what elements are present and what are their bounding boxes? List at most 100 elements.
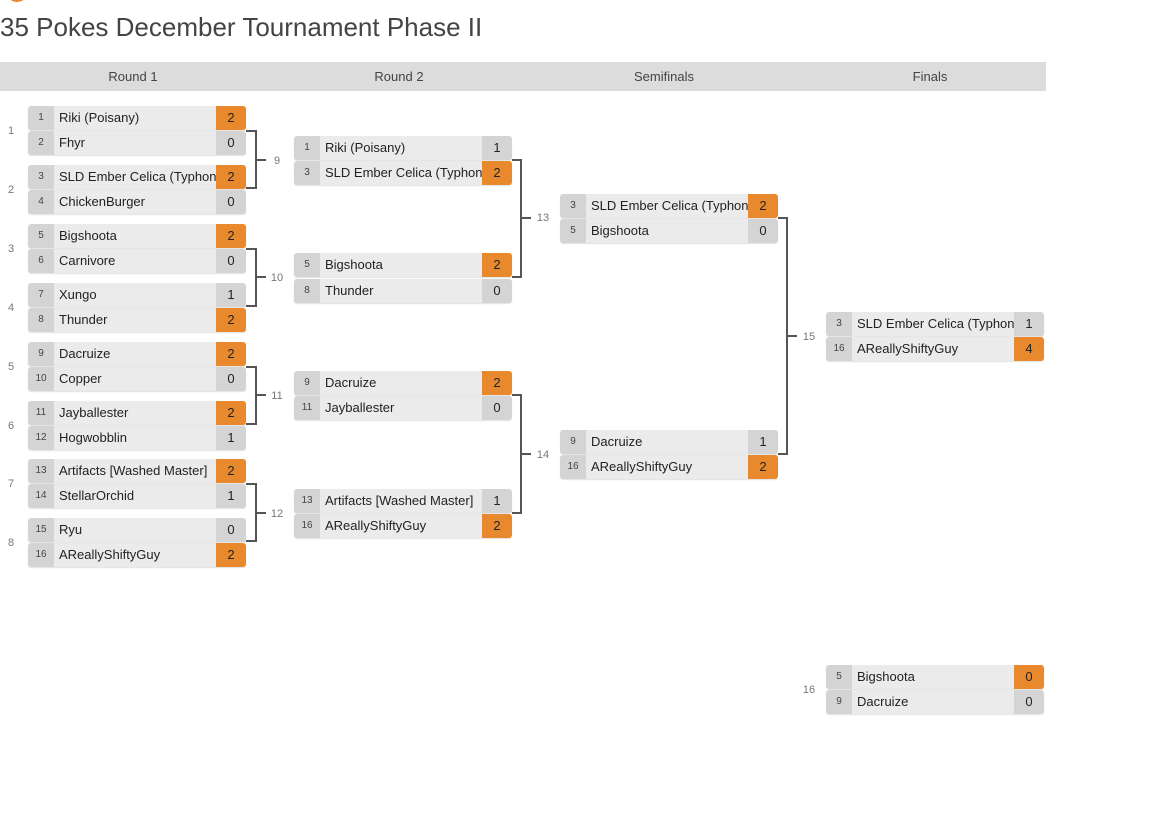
score-box: 0 (216, 367, 246, 391)
player-name: SLD Ember Celica (Typhon) (320, 161, 482, 185)
match-number: 7 (7, 478, 15, 490)
match-12-top-slot[interactable]: 13 Artifacts [Washed Master] 1 (294, 489, 512, 513)
seed-badge: 5 (826, 665, 852, 689)
match-1-top-slot[interactable]: 1 Riki (Poisany) 2 (28, 106, 246, 130)
score-box: 2 (216, 401, 246, 425)
match-4-top-slot[interactable]: 7 Xungo 1 (28, 283, 246, 307)
match-3-top-slot[interactable]: 5 Bigshoota 2 (28, 224, 246, 248)
match-1-bottom-slot[interactable]: 2 Fhyr 0 (28, 131, 246, 155)
player-name: Thunder (54, 308, 216, 332)
match-number: 4 (7, 302, 15, 314)
player-name: Carnivore (54, 249, 216, 273)
seed-badge: 16 (294, 514, 320, 538)
score-box: 0 (216, 190, 246, 214)
match-14-top-slot[interactable]: 9 Dacruize 1 (560, 430, 778, 454)
match-8-top-slot[interactable]: 15 Ryu 0 (28, 518, 246, 542)
seed-badge: 13 (294, 489, 320, 513)
match-number: 15 (802, 331, 816, 343)
seed-badge: 3 (826, 312, 852, 336)
match-number: 13 (536, 212, 550, 224)
match-2-top-slot[interactable]: 3 SLD Ember Celica (Typhon) 2 (28, 165, 246, 189)
player-name: Riki (Poisany) (54, 106, 216, 130)
player-name: Jayballester (320, 396, 482, 420)
match-15-top-slot[interactable]: 3 SLD Ember Celica (Typhon) 1 (826, 312, 1044, 336)
score-box: 1 (482, 136, 512, 160)
score-box: 0 (482, 396, 512, 420)
match-number: 9 (273, 155, 281, 167)
match-8-bottom-slot[interactable]: 16 AReallyShiftyGuy 2 (28, 543, 246, 567)
round-label-finals: Finals (912, 69, 948, 84)
match-2-bottom-slot[interactable]: 4 ChickenBurger 0 (28, 190, 246, 214)
match-10-bottom-slot[interactable]: 8 Thunder 0 (294, 279, 512, 303)
match-3-bottom-slot[interactable]: 6 Carnivore 0 (28, 249, 246, 273)
match-6-top-slot[interactable]: 11 Jayballester 2 (28, 401, 246, 425)
player-name: ChickenBurger (54, 190, 216, 214)
seed-badge: 8 (294, 279, 320, 303)
player-name: AReallyShiftyGuy (586, 455, 748, 479)
player-name: SLD Ember Celica (Typhon) (54, 165, 216, 189)
seed-badge: 7 (28, 283, 54, 307)
score-box: 2 (216, 165, 246, 189)
seed-badge: 16 (560, 455, 586, 479)
player-name: Riki (Poisany) (320, 136, 482, 160)
seed-badge: 9 (826, 690, 852, 714)
player-name: Xungo (54, 283, 216, 307)
player-name: Jayballester (54, 401, 216, 425)
match-number: 6 (7, 420, 15, 432)
player-name: Bigshoota (54, 224, 216, 248)
match-9-top-slot[interactable]: 1 Riki (Poisany) 1 (294, 136, 512, 160)
seed-badge: 13 (28, 459, 54, 483)
seed-badge: 3 (560, 194, 586, 218)
score-box: 0 (1014, 665, 1044, 689)
match-15-bottom-slot[interactable]: 16 AReallyShiftyGuy 4 (826, 337, 1044, 361)
match-16-bottom-slot[interactable]: 9 Dacruize 0 (826, 690, 1044, 714)
match-number: 8 (7, 537, 15, 549)
score-box: 2 (482, 253, 512, 277)
player-name: Dacruize (54, 342, 216, 366)
score-box: 0 (216, 131, 246, 155)
player-name: Dacruize (586, 430, 748, 454)
score-box: 4 (1014, 337, 1044, 361)
match-5-top-slot[interactable]: 9 Dacruize 2 (28, 342, 246, 366)
score-box: 2 (216, 224, 246, 248)
player-name: Artifacts [Washed Master] (54, 459, 216, 483)
match-12-bottom-slot[interactable]: 16 AReallyShiftyGuy 2 (294, 514, 512, 538)
score-box: 0 (216, 249, 246, 273)
match-16-top-slot[interactable]: 5 Bigshoota 0 (826, 665, 1044, 689)
round-header-bar: Round 1 Round 2 Semifinals Finals (0, 62, 1046, 91)
score-box: 2 (482, 371, 512, 395)
match-13-top-slot[interactable]: 3 SLD Ember Celica (Typhon) 2 (560, 194, 778, 218)
match-number: 14 (536, 449, 550, 461)
seed-badge: 6 (28, 249, 54, 273)
score-box: 2 (482, 514, 512, 538)
match-13-bottom-slot[interactable]: 5 Bigshoota 0 (560, 219, 778, 243)
score-box: 2 (216, 342, 246, 366)
match-11-top-slot[interactable]: 9 Dacruize 2 (294, 371, 512, 395)
seed-badge: 11 (294, 396, 320, 420)
match-9-bottom-slot[interactable]: 3 SLD Ember Celica (Typhon) 2 (294, 161, 512, 185)
match-7-top-slot[interactable]: 13 Artifacts [Washed Master] 2 (28, 459, 246, 483)
seed-badge: 3 (28, 165, 54, 189)
match-10-top-slot[interactable]: 5 Bigshoota 2 (294, 253, 512, 277)
seed-badge: 5 (560, 219, 586, 243)
score-box: 0 (482, 279, 512, 303)
match-4-bottom-slot[interactable]: 8 Thunder 2 (28, 308, 246, 332)
player-name: Bigshoota (320, 253, 482, 277)
match-14-bottom-slot[interactable]: 16 AReallyShiftyGuy 2 (560, 455, 778, 479)
seed-badge: 11 (28, 401, 54, 425)
player-name: Copper (54, 367, 216, 391)
seed-badge: 3 (294, 161, 320, 185)
match-5-bottom-slot[interactable]: 10 Copper 0 (28, 367, 246, 391)
match-6-bottom-slot[interactable]: 12 Hogwobblin 1 (28, 426, 246, 450)
player-name: StellarOrchid (54, 484, 216, 508)
match-7-bottom-slot[interactable]: 14 StellarOrchid 1 (28, 484, 246, 508)
round-label-2: Round 2 (374, 69, 424, 84)
seed-badge: 9 (28, 342, 54, 366)
match-number: 11 (271, 390, 283, 402)
player-name: AReallyShiftyGuy (320, 514, 482, 538)
player-name: Fhyr (54, 131, 216, 155)
score-box: 2 (482, 161, 512, 185)
seed-badge: 15 (28, 518, 54, 542)
match-11-bottom-slot[interactable]: 11 Jayballester 0 (294, 396, 512, 420)
score-box: 1 (748, 430, 778, 454)
